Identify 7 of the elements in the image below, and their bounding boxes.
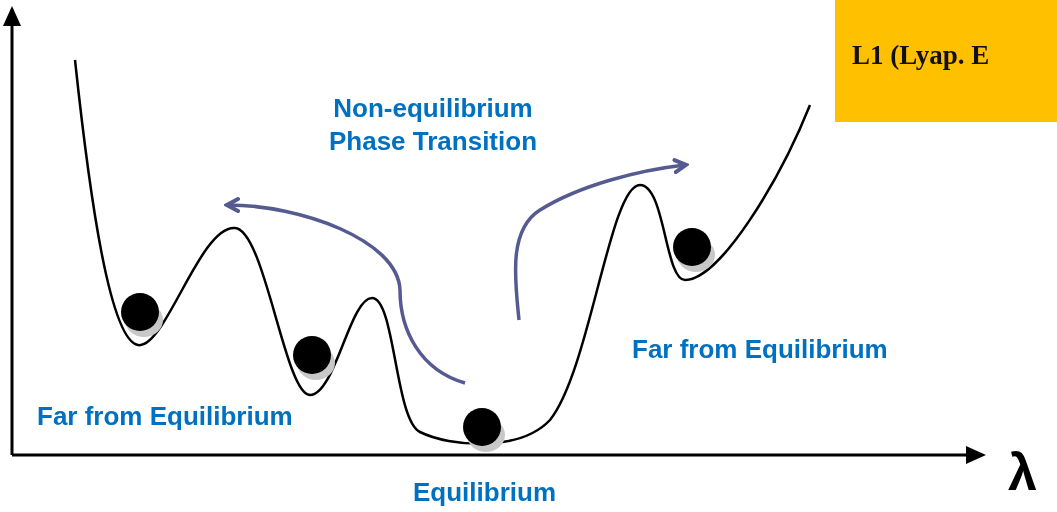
note-box <box>835 0 1057 122</box>
annotation-text: Non-equilibrium Phase Transition <box>327 92 539 157</box>
region-label: Far from Equilibrium <box>632 333 888 366</box>
region-label: Far from Equilibrium <box>37 400 293 433</box>
region-label: Equilibrium <box>413 476 556 509</box>
axis-label: λ <box>1008 442 1037 503</box>
note-text: L1 (Lyap. E <box>852 40 990 71</box>
